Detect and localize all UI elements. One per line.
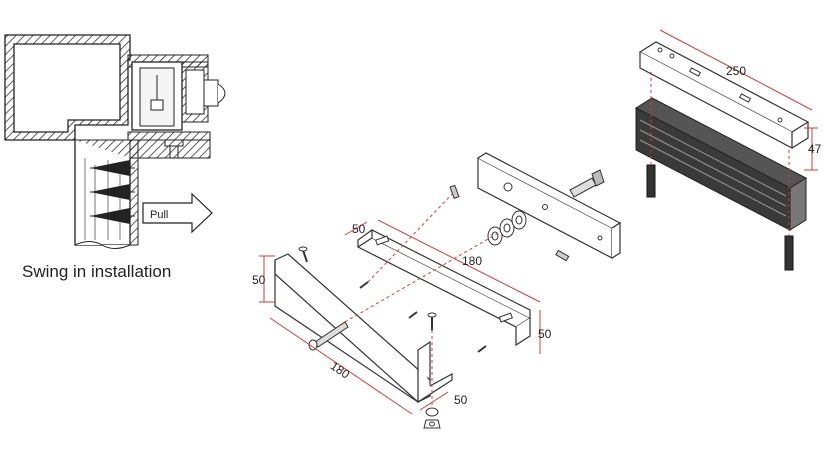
screws: [298, 246, 487, 353]
washers: [487, 210, 527, 246]
wood-screw-3: [90, 208, 135, 224]
wood-screw-2: [90, 184, 135, 200]
wood-screw-1: [90, 160, 135, 176]
dim-magnet-height: 47: [808, 142, 822, 156]
central-bolt: [569, 169, 605, 198]
pull-label: Pull: [150, 209, 168, 221]
bottom-nut: [423, 407, 441, 429]
door-frame-section: Pull: [4, 34, 226, 249]
l-bracket: [274, 253, 453, 404]
dim-magnet-length: 250: [726, 64, 746, 78]
pull-arrow: Pull: [142, 192, 213, 234]
dim-ubracket-width: 180: [462, 254, 482, 268]
pin-1: [449, 184, 460, 199]
magnet-length-dim: [659, 29, 813, 111]
bracket-assembly: [259, 152, 622, 429]
dim-bracket-height: 50: [252, 273, 266, 287]
dim-ubracket-height: 50: [538, 327, 552, 341]
pin-2: [555, 249, 570, 262]
dim-foot-depth: 50: [454, 393, 468, 407]
dimension-lines: [259, 219, 541, 415]
dim-ubracket-top: 50: [352, 222, 366, 236]
caption: Swing in installation: [22, 262, 172, 281]
dim-bracket-width: 180: [328, 359, 353, 382]
armature-plate: [477, 152, 622, 259]
magnet-assembly: [634, 29, 818, 271]
magnet-body: [634, 97, 808, 231]
u-bracket: [356, 229, 532, 347]
